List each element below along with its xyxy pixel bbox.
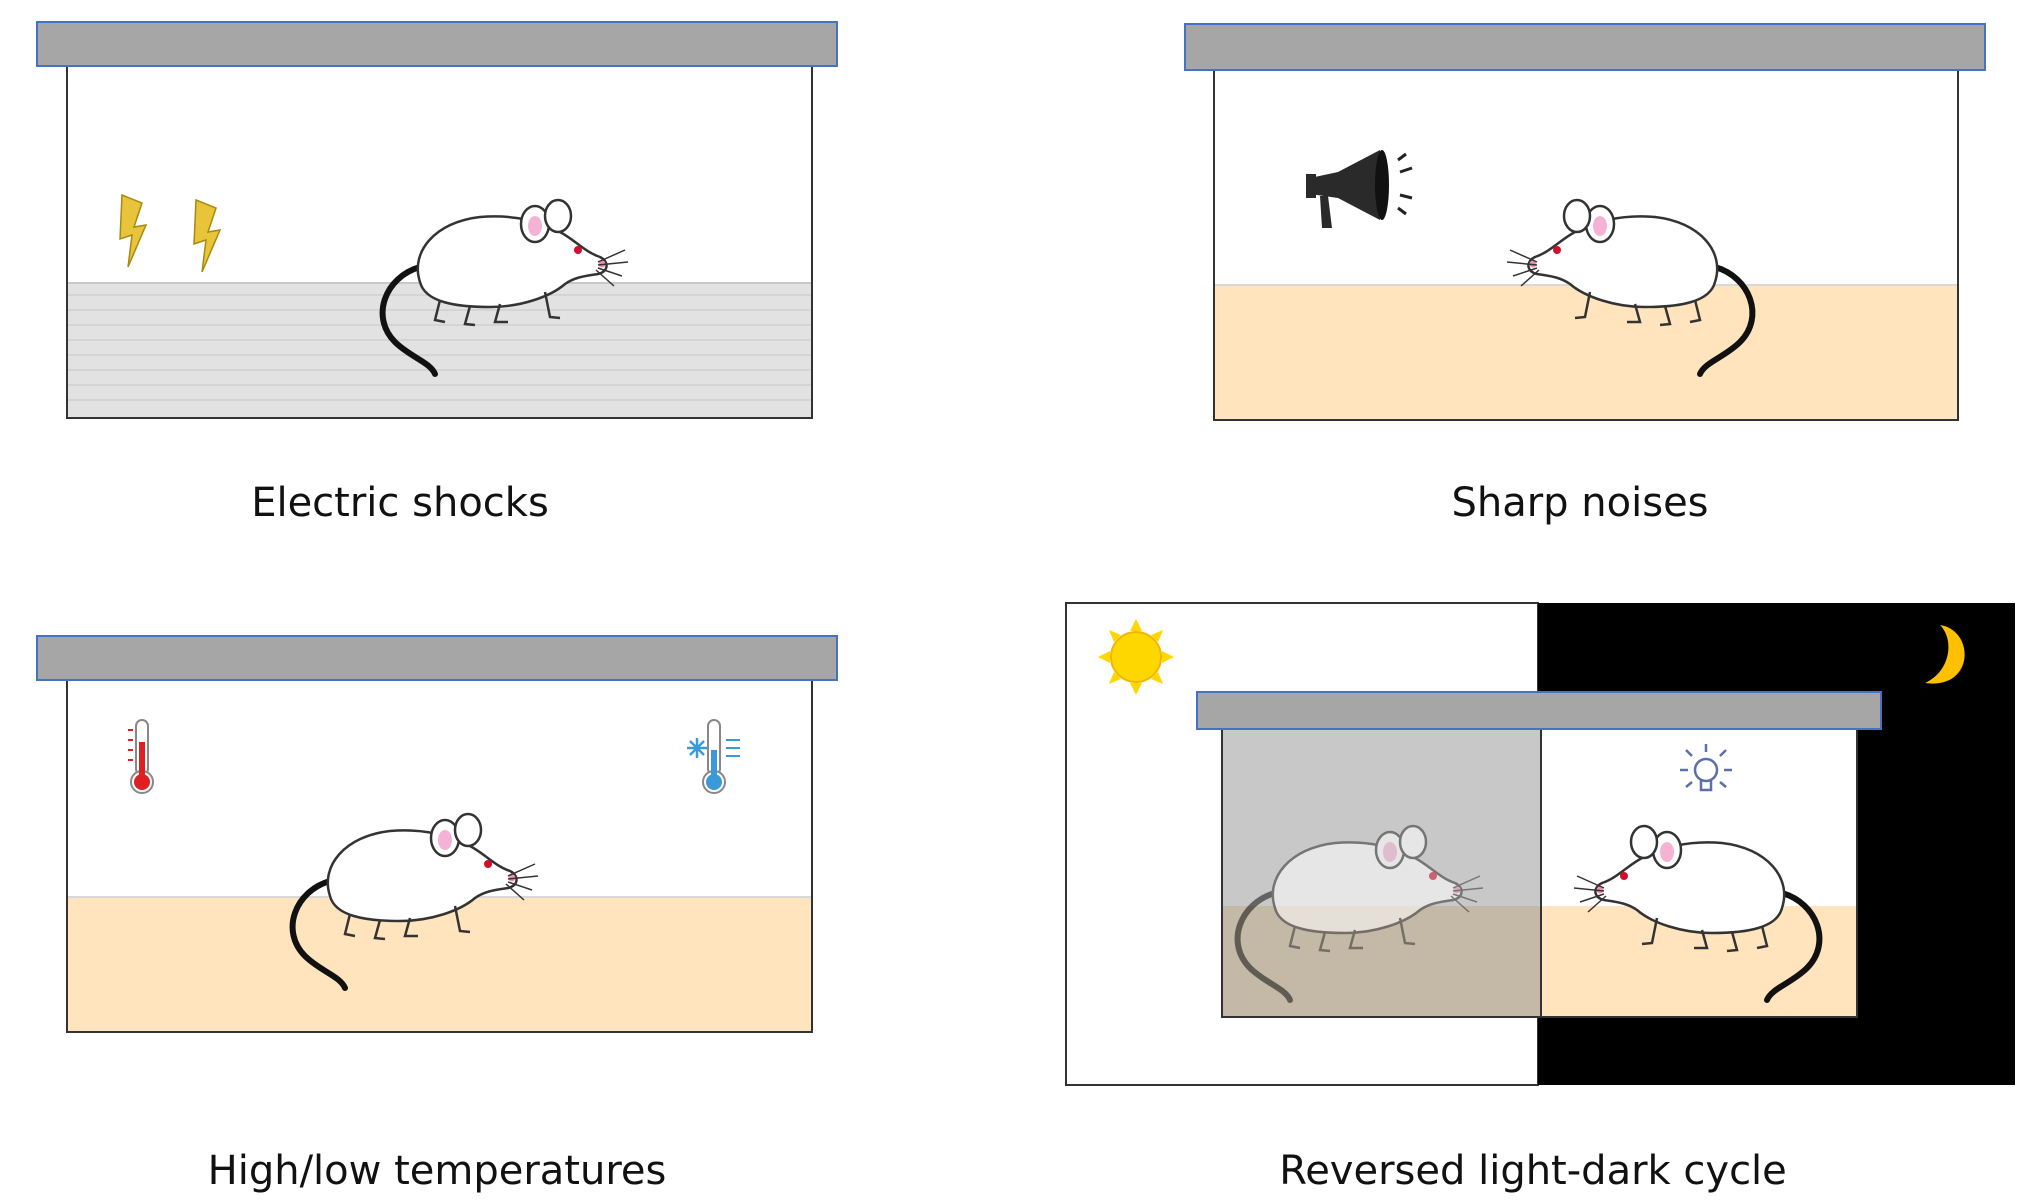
panel-light-dark-cycle <box>1065 602 2015 1086</box>
caption-electric-shocks: Electric shocks <box>251 480 549 526</box>
caption-reversed-light-dark-cycle: Reversed light-dark cycle <box>1279 1148 1787 1194</box>
caption-high-low-temperatures: High/low temperatures <box>208 1148 667 1194</box>
caption-sharp-noises: Sharp noises <box>1451 480 1708 526</box>
moon-icon <box>1925 625 1965 684</box>
thermometer-hot-icon <box>128 719 154 794</box>
cage-lid <box>36 21 838 67</box>
cage-lid <box>1184 23 1986 71</box>
panel-electric-shocks <box>36 21 838 419</box>
cage-lid <box>1196 691 1882 730</box>
cage-lid <box>36 635 838 681</box>
bedding <box>68 897 811 1031</box>
sun-icon <box>1098 619 1174 695</box>
grid-floor-lines <box>68 294 811 401</box>
panel-temperatures <box>36 635 838 1033</box>
thermometer-cold-icon <box>687 719 740 794</box>
megaphone-icon <box>1306 150 1413 228</box>
light-bulb-icon <box>1680 744 1732 792</box>
panel-sharp-noises <box>1184 23 1986 421</box>
bedding <box>1215 285 1957 419</box>
